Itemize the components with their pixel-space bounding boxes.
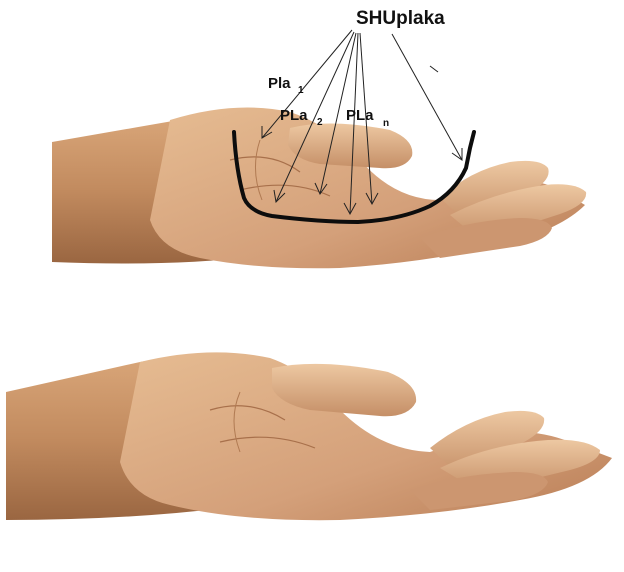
label-plan: PLa: [346, 107, 374, 124]
bottom-hand: [6, 352, 612, 520]
label-shuplaka: SHUplaka: [356, 8, 445, 29]
label-pla2: PLa: [280, 107, 308, 124]
label-pla1: Pla: [268, 75, 291, 92]
stray-stroke: [430, 66, 438, 72]
label-pla2-sub: 2: [317, 117, 323, 128]
top-hand: [52, 108, 586, 269]
label-plan-sub: n: [383, 118, 389, 129]
label-pla1-sub: 1: [298, 85, 304, 96]
